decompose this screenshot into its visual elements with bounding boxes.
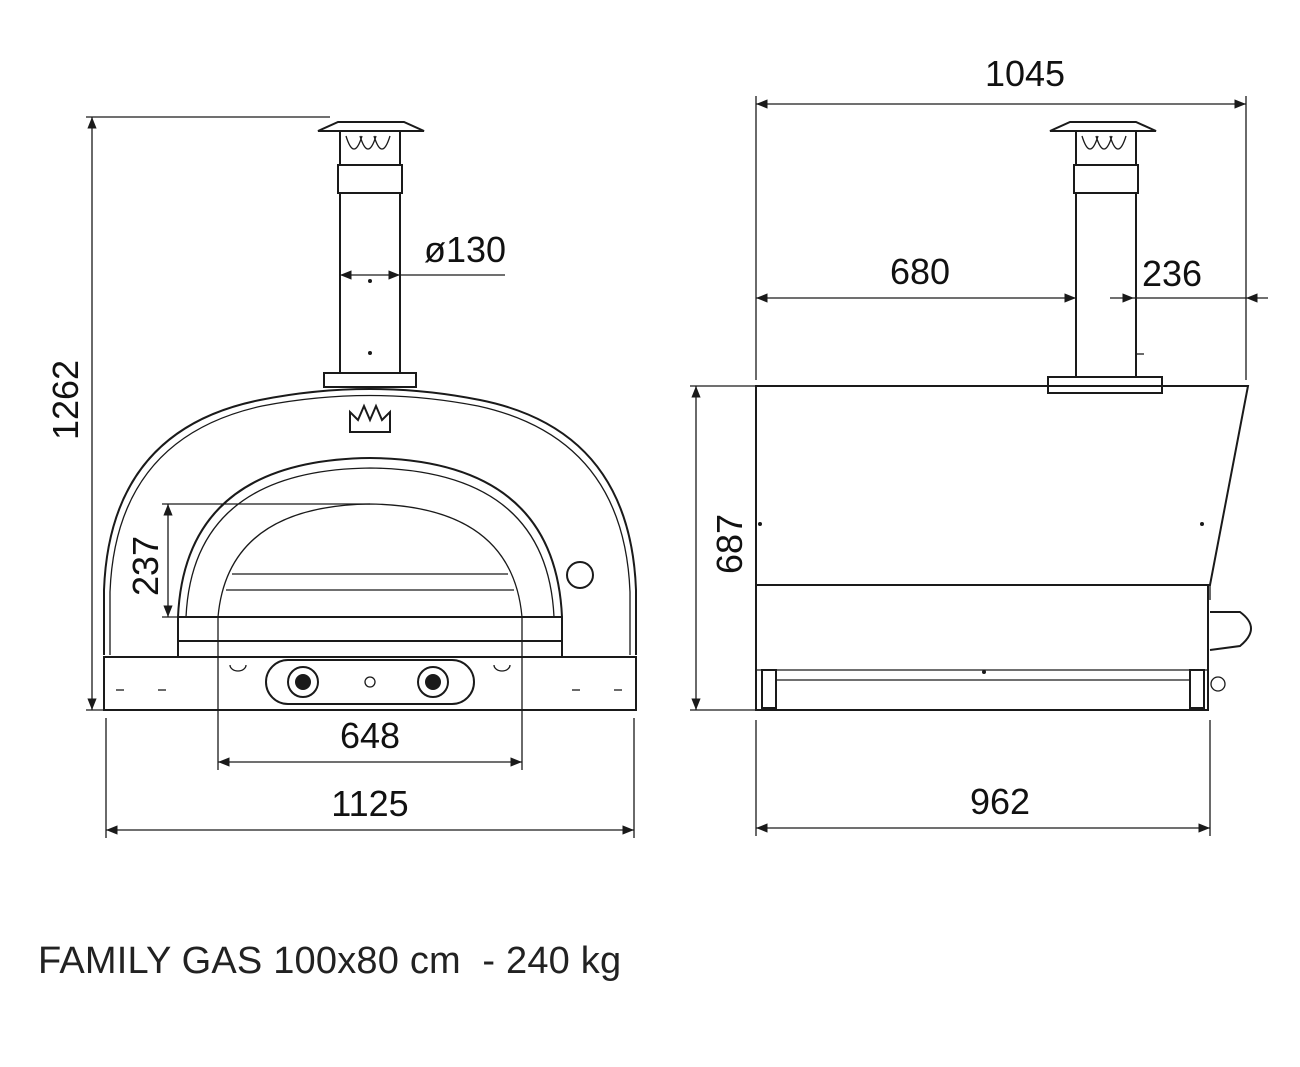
- mouth-height-label: 237: [125, 536, 166, 596]
- dim-body-height: 687: [690, 385, 760, 711]
- dim-front-height: 1262: [45, 116, 330, 711]
- side-body: [755, 385, 1252, 711]
- flue-diameter-label: ø130: [424, 229, 506, 270]
- dim-mouth-width: 648: [217, 617, 523, 770]
- front-dome: [103, 388, 637, 655]
- front-mouth: [177, 456, 563, 658]
- front-view: 1262 ø130 237 648 1125: [45, 116, 637, 838]
- front-width-label: 1125: [331, 783, 408, 824]
- front-chimney: [317, 121, 425, 388]
- dim-base-depth: 962: [755, 720, 1211, 836]
- dim-side-depth: 1045: [755, 53, 1247, 380]
- flue-position-label: 680: [890, 251, 950, 292]
- front-height-label: 1262: [45, 360, 86, 440]
- dim-front-width: 1125: [105, 718, 635, 838]
- mouth-width-label: 648: [340, 715, 400, 756]
- dim-mouth-height: 237: [125, 503, 370, 618]
- dim-flue-position: 680: [756, 251, 1076, 303]
- dim-flue-diameter: ø130: [340, 229, 506, 280]
- body-height-label: 687: [709, 514, 750, 574]
- product-caption: FAMILY GAS 100x80 cm - 240 kg: [38, 940, 622, 982]
- base-depth-label: 962: [970, 781, 1030, 822]
- side-depth-label: 1045: [985, 53, 1065, 94]
- dim-flue-offset: 236: [1110, 253, 1268, 303]
- side-view: 1045 680 236 687 962: [690, 53, 1268, 836]
- flue-offset-label: 236: [1142, 253, 1202, 294]
- front-base: [103, 656, 637, 711]
